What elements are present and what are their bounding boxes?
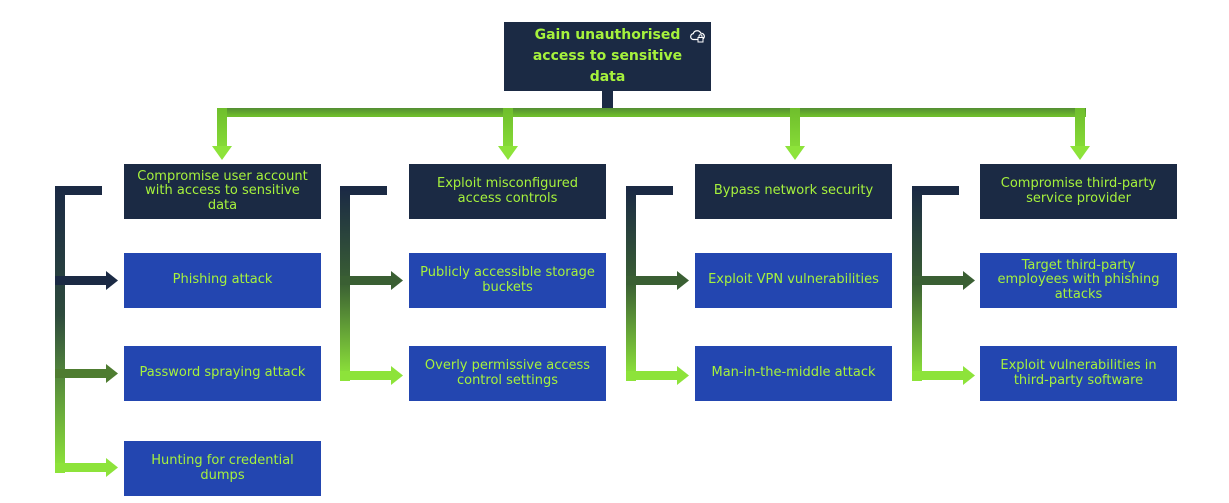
root-connector — [212, 91, 1090, 160]
branch-4-item-2: Exploit vulnerabilities in third-party s… — [980, 346, 1177, 401]
branch-1-item-3: Hunting for credential dumps — [124, 441, 321, 496]
branch-connector-3 — [626, 186, 689, 385]
branch-3-item-2: Man-in-the-middle attack — [695, 346, 892, 401]
branch-2-item-2-label: Overly permissive access control setting… — [424, 358, 591, 388]
branch-1-item-1-label: Phishing attack — [172, 272, 273, 288]
branch-4-label: Compromise third-party service provider — [1000, 176, 1157, 206]
branch-1-item-2-label: Password spraying attack — [139, 365, 306, 381]
branch-3-item-1: Exploit VPN vulnerabilities — [695, 253, 892, 308]
branch-4-item-1-label: Target third-party employees with phishi… — [997, 257, 1160, 302]
root-goal-label: Gain unauthorised access to sensitive da… — [532, 27, 683, 85]
branch-3-box: Bypass network security — [695, 164, 892, 219]
branch-2-box: Exploit misconfigured access controls — [409, 164, 606, 219]
branch-connector-1 — [55, 186, 118, 477]
branch-4-box: Compromise third-party service provider — [980, 164, 1177, 219]
branch-3-item-2-label: Man-in-the-middle attack — [711, 365, 876, 381]
branch-1-item-2: Password spraying attack — [124, 346, 321, 401]
root-goal-box: Gain unauthorised access to sensitive da… — [504, 22, 711, 91]
branch-3-label: Bypass network security — [713, 183, 874, 199]
branch-connector-2 — [340, 186, 403, 385]
branch-2-item-1-label: Publicly accessible storage buckets — [420, 265, 595, 295]
branch-4-item-2-label: Exploit vulnerabilities in third-party s… — [1000, 358, 1157, 388]
branch-1-box: Compromise user account with access to s… — [124, 164, 321, 219]
branch-3-item-1-label: Exploit VPN vulnerabilities — [708, 272, 879, 288]
branch-4-item-1: Target third-party employees with phishi… — [980, 253, 1177, 308]
branch-2-item-2: Overly permissive access control setting… — [409, 346, 606, 401]
branch-2-item-1: Publicly accessible storage buckets — [409, 253, 606, 308]
cloud-lock-icon — [690, 30, 705, 43]
branch-1-label: Compromise user account with access to s… — [137, 168, 308, 213]
branch-connector-4 — [912, 186, 975, 385]
branch-2-label: Exploit misconfigured access controls — [437, 176, 578, 206]
branch-1-item-3-label: Hunting for credential dumps — [151, 453, 294, 483]
branch-1-item-1: Phishing attack — [124, 253, 321, 308]
